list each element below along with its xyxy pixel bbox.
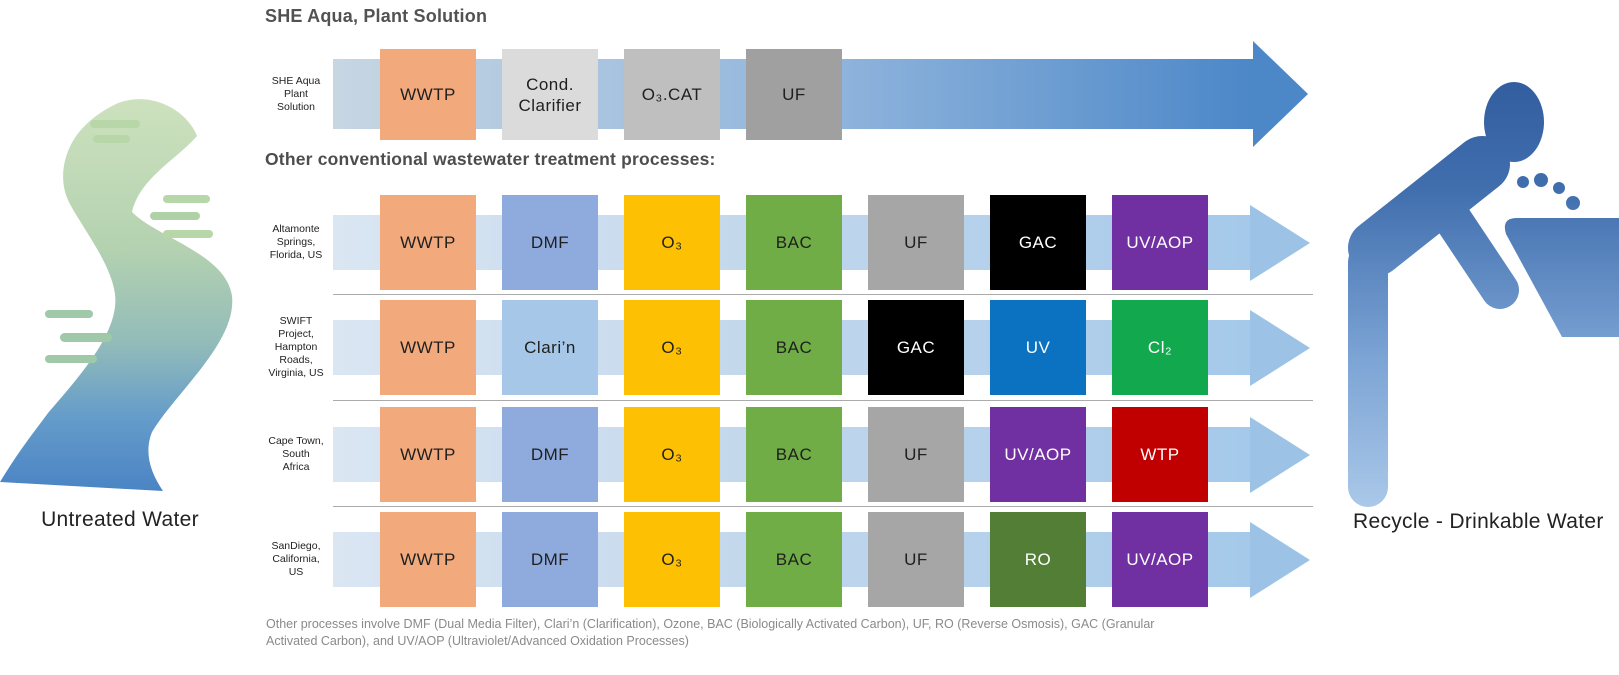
row-label: SHE Aqua Plant Solution	[271, 75, 321, 113]
flow-arrow-head	[1250, 416, 1310, 493]
process-step: UF	[868, 512, 964, 607]
section-heading: Other conventional wastewater treatment …	[265, 149, 716, 169]
process-step: WWTP	[380, 407, 476, 502]
process-step: Cond. Clarifier	[502, 49, 598, 140]
process-step: O₃	[624, 512, 720, 607]
process-step: WTP	[1112, 407, 1208, 502]
process-step: O₃	[624, 407, 720, 502]
process-step: BAC	[746, 407, 842, 502]
process-step: GAC	[990, 195, 1086, 290]
flow-row-altamonte-springs: Altamonte Springs, Florida, US WWTP DMF …	[0, 195, 1619, 290]
process-step: WWTP	[380, 195, 476, 290]
process-step: UF	[868, 407, 964, 502]
flow-row-she-aqua: SHE Aqua Plant Solution WWTP Cond. Clari…	[0, 41, 1619, 147]
river-speed-lines	[45, 120, 213, 363]
process-step: RO	[990, 512, 1086, 607]
untreated-water-label: Untreated Water	[41, 508, 199, 531]
row-label: SWIFT Project, Hampton Roads, Virginia, …	[268, 315, 324, 379]
flow-row-cape-town: Cape Town, South Africa WWTP DMF O₃ BAC …	[0, 407, 1619, 502]
process-step: O₃.CAT	[624, 49, 720, 140]
person-drinking-fountain-icon	[1348, 82, 1619, 507]
process-step: O₃	[624, 300, 720, 395]
process-step: DMF	[502, 512, 598, 607]
row-separator	[333, 506, 1313, 507]
recycle-drinkable-water-label: Recycle - Drinkable Water	[1353, 510, 1604, 533]
process-step: Cl₂	[1112, 300, 1208, 395]
process-step: UV/AOP	[1112, 512, 1208, 607]
process-step: UV/AOP	[1112, 195, 1208, 290]
flow-arrow-head	[1250, 521, 1310, 598]
flow-arrow-head	[1250, 204, 1310, 281]
process-step: DMF	[502, 195, 598, 290]
process-step: WWTP	[380, 300, 476, 395]
fountain-basin	[1504, 218, 1619, 337]
person-arm	[1433, 199, 1519, 309]
process-step: UF	[868, 195, 964, 290]
row-label: Cape Town, South Africa	[268, 435, 324, 473]
process-step: UF	[746, 49, 842, 140]
process-step: BAC	[746, 300, 842, 395]
row-separator	[333, 294, 1313, 295]
process-step: UV	[990, 300, 1086, 395]
row-separator	[333, 400, 1313, 401]
diagram-title: SHE Aqua, Plant Solution	[265, 6, 488, 26]
flow-row-swift-project: SWIFT Project, Hampton Roads, Virginia, …	[0, 300, 1619, 395]
process-step: GAC	[868, 300, 964, 395]
untreated-water-river-icon	[0, 99, 233, 491]
row-label: SanDiego, California, US	[271, 540, 321, 578]
footnote: Other processes involve DMF (Dual Media …	[266, 617, 1155, 648]
process-step: DMF	[502, 407, 598, 502]
process-step: WWTP	[380, 49, 476, 140]
flow-arrow-head	[1250, 309, 1310, 386]
person-back	[1348, 136, 1510, 276]
flow-row-san-diego: SanDiego, California, US WWTP DMF O₃ BAC…	[0, 512, 1619, 607]
process-step: WWTP	[380, 512, 476, 607]
process-step: Clari’n	[502, 300, 598, 395]
process-step: BAC	[746, 195, 842, 290]
water-droplets	[1517, 173, 1580, 210]
process-step: UV/AOP	[990, 407, 1086, 502]
process-step: BAC	[746, 512, 842, 607]
river-shape	[0, 99, 233, 491]
process-step: O₃	[624, 195, 720, 290]
row-label: Altamonte Springs, Florida, US	[269, 223, 323, 261]
flow-arrow-head	[1253, 41, 1308, 147]
